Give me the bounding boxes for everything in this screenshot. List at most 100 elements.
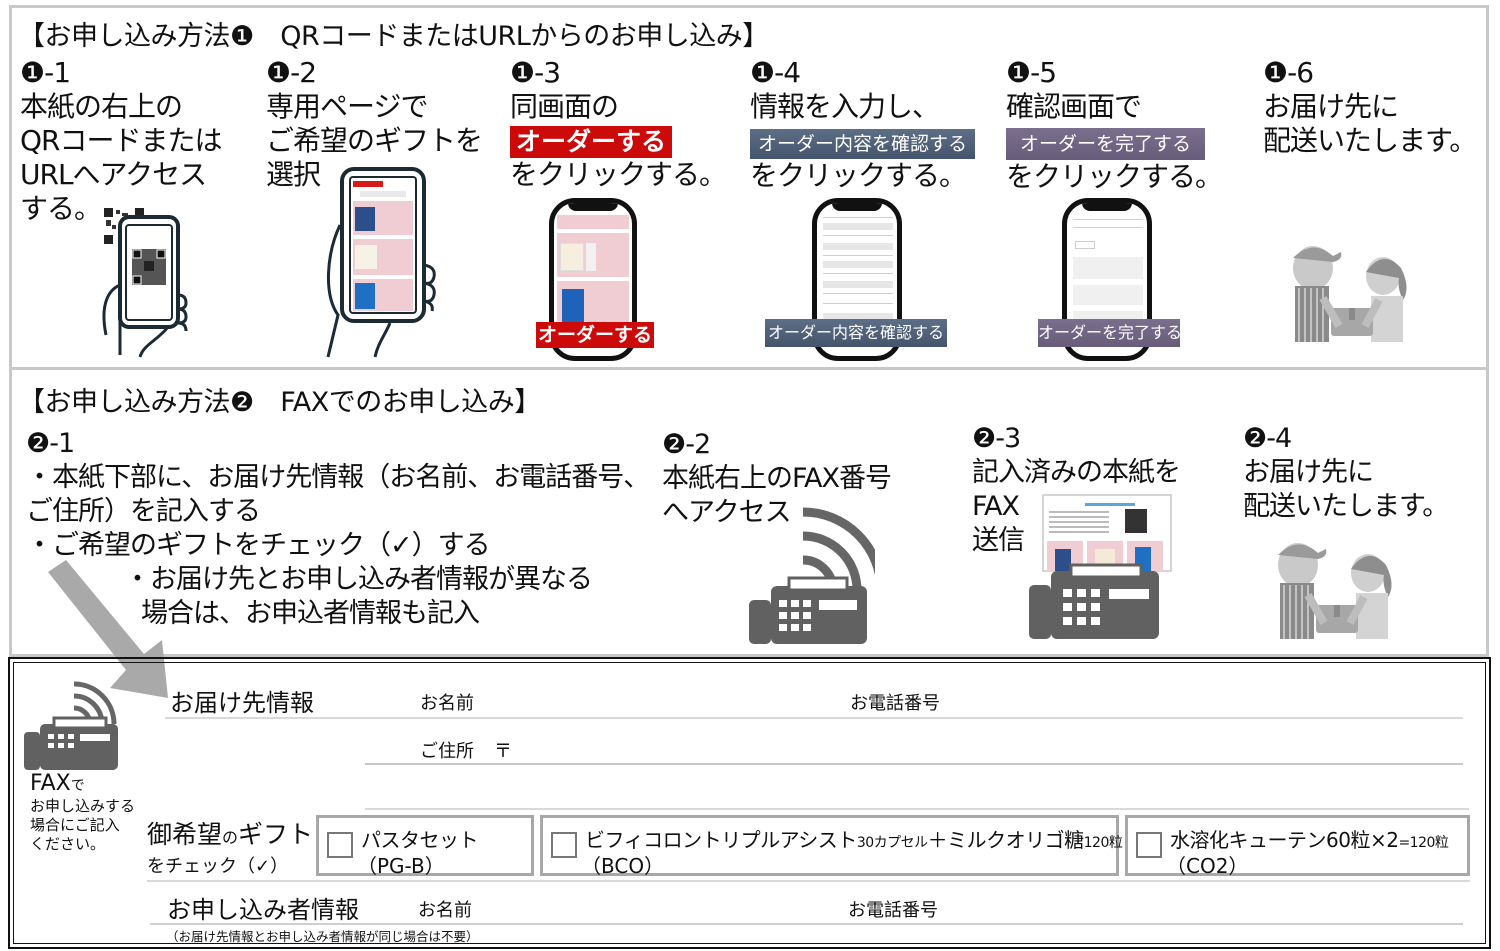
fax-order-form	[8, 657, 1491, 949]
form-side-note: FAXで	[30, 772, 85, 798]
step-text: 情報を入力し、	[750, 90, 940, 123]
gift-checkbox[interactable]	[551, 832, 577, 858]
delivery-phone-label: お電話番号	[850, 693, 940, 714]
fax-machine-icon	[749, 507, 875, 644]
side-note-line: 場合にご記入	[30, 816, 120, 834]
gift-subheading: をチェック（✓）	[147, 856, 289, 877]
gift-name-main: ビフィコロントリプルアシスト	[585, 828, 857, 852]
gift-code: （BCO）	[581, 854, 665, 878]
step-text: QRコードまたは	[20, 124, 222, 157]
step-text: ・お届け先とお申し込み者情報が異なる	[124, 564, 593, 595]
step-2-2: ❷-2 本紙右上のFAX番号 へアクセス	[662, 428, 892, 530]
gift-name-qty: 30カプセル	[856, 835, 928, 851]
gift-checkbox[interactable]	[1136, 832, 1162, 858]
gift-name-main: 水溶化キューテン60粒×2	[1170, 828, 1399, 852]
method2-title: 【お申し込み方法❷ FAXでのお申し込み】	[18, 387, 541, 418]
delivery-people-icon	[1293, 246, 1407, 342]
applicant-info-heading: お申し込み者情報	[167, 896, 359, 924]
step-text: 本紙右上のFAX番号	[662, 463, 892, 494]
phone-confirm-screen	[1062, 198, 1152, 361]
order-button[interactable]: オーダーする	[536, 322, 654, 348]
gift-name-qty: =120粒	[1398, 835, 1449, 851]
gift-name-extra: ＋ミルクオリゴ糖	[927, 828, 1085, 852]
step-1-3: ❶-3 同画面の オーダーする をクリックする。	[510, 56, 727, 192]
fax-machine-small-icon	[24, 681, 118, 770]
fax-sending-sheet-icon	[1029, 494, 1172, 639]
step-text: 本紙の右上の	[20, 90, 183, 123]
gift-name: パスタセット	[361, 828, 479, 852]
applicant-phone-label: お電話番号	[848, 900, 938, 921]
gift-divider	[147, 880, 1470, 882]
gift-heading: 御希望のギフト	[147, 815, 313, 851]
delivery-address-line-2[interactable]	[365, 808, 1469, 810]
step-1-5: ❶-5 確認画面で オーダーを完了する をクリックする。	[1006, 56, 1223, 194]
confirm-button-label: オーダー内容を確認する	[750, 129, 976, 159]
gift-heading-no: の	[222, 828, 239, 847]
fax-label-suffix: で	[70, 778, 85, 794]
step-2-4: ❷-4 お届け先に 配送いたします。	[1243, 422, 1449, 524]
step-text: ご住所）を記入する	[26, 496, 261, 527]
qr-code-icon	[1125, 509, 1147, 533]
step-text: ご希望のギフトを	[266, 124, 483, 157]
gift-code: （CO2）	[1166, 854, 1249, 878]
phone-notch	[1082, 203, 1132, 211]
gift-option-coq10[interactable]: 水溶化キューテン60粒×2=120粒 （CO2）	[1125, 815, 1470, 878]
gift-checkbox[interactable]	[327, 832, 353, 858]
step-text: 配送いたします。	[1243, 491, 1449, 522]
phone-notch	[568, 203, 618, 211]
order-button-label: オーダーする	[510, 126, 673, 158]
step-text: 記入済みの本紙を	[972, 457, 1181, 488]
step-text: をクリックする。	[1006, 160, 1223, 193]
side-note-line: ください。	[30, 835, 106, 853]
fax-label: FAX	[30, 771, 71, 796]
applicant-note: （お届け先情報とお申し込み者情報が同じ場合は不要）	[166, 929, 479, 944]
delivery-info-heading: お届け先情報	[170, 689, 314, 717]
step-text: へアクセス	[662, 497, 792, 528]
step-text: 選択	[266, 158, 321, 191]
step-text: 配送いたします。	[1263, 124, 1477, 157]
gift-option-pasta[interactable]: パスタセット （PG-B）	[316, 815, 534, 878]
step-text: ・ご希望のギフトをチェック（✓）する	[26, 530, 491, 561]
applicant-name-label: お名前	[418, 900, 472, 921]
step-text: URLへアクセス	[20, 158, 207, 191]
step-1-1: ❶-1 本紙の右上の QRコードまたは URLへアクセス する。	[20, 56, 222, 226]
confirm-order-button[interactable]: オーダー内容を確認する	[765, 319, 947, 347]
gift-name-qty2: 120粒	[1083, 835, 1123, 851]
step-text: をクリックする。	[510, 158, 727, 191]
step-2-3: ❷-3 記入済みの本紙を FAX 送信	[972, 422, 1181, 558]
step-number: ❶-5	[1006, 56, 1057, 89]
gift-option-bifidocolon[interactable]: ビフィコロントリプルアシスト30カプセル＋ミルクオリゴ糖120粒 （BCO）	[540, 815, 1123, 878]
arrow-to-form-icon	[48, 560, 168, 698]
qr-code-icon	[132, 249, 166, 285]
postal-mark: 〒	[494, 741, 512, 762]
complete-button-label: オーダーを完了する	[1006, 128, 1206, 160]
gift-heading-a: 御希望	[147, 820, 223, 849]
hand-phone-gift-list-icon	[326, 167, 436, 358]
step-number: ❶-4	[750, 56, 801, 89]
step-text: ・本紙下部に、お届け先情報（お名前、お電話番号、	[26, 462, 650, 493]
gift-code: （PG-B）	[357, 854, 445, 878]
delivery-name-line[interactable]	[165, 717, 1463, 719]
step-text: FAX	[972, 491, 1020, 522]
step-number: ❶-2	[266, 56, 317, 89]
step-1-2: ❶-2 専用ページで ご希望のギフトを 選択	[266, 56, 483, 192]
step-text: 確認画面で	[1006, 90, 1142, 123]
gift-name: ビフィコロントリプルアシスト30カプセル＋ミルクオリゴ糖120粒	[585, 824, 1123, 853]
delivery-address-line-1[interactable]	[365, 763, 1463, 765]
step-text: 送信	[972, 525, 1025, 556]
step-number: ❶-3	[510, 56, 561, 89]
phone-notch	[832, 203, 882, 211]
step-text: 同画面の	[510, 90, 619, 123]
form-side-note-lines: お申し込みする 場合にご記入 ください。	[30, 797, 135, 854]
applicant-name-line[interactable]	[150, 923, 1463, 925]
step-2-1: ❷-1 ・本紙下部に、お届け先情報（お名前、お電話番号、 ご住所）を記入する ・…	[26, 427, 650, 631]
complete-order-button[interactable]: オーダーを完了する	[1038, 319, 1182, 347]
step-text: する。	[20, 192, 102, 225]
step-1-6: ❶-6 お届け先に 配送いたします。	[1263, 56, 1477, 158]
method1-title: 【お申し込み方法❶ QRコードまたはURLからのお申し込み】	[18, 21, 769, 52]
gift-heading-b: ギフト	[238, 820, 314, 849]
step-1-4: ❶-4 情報を入力し、 オーダー内容を確認する をクリックする。	[750, 56, 976, 193]
step-number: ❶-1	[20, 56, 71, 89]
step-text: お届け先に	[1243, 457, 1374, 488]
step-text: お届け先に	[1263, 90, 1399, 123]
